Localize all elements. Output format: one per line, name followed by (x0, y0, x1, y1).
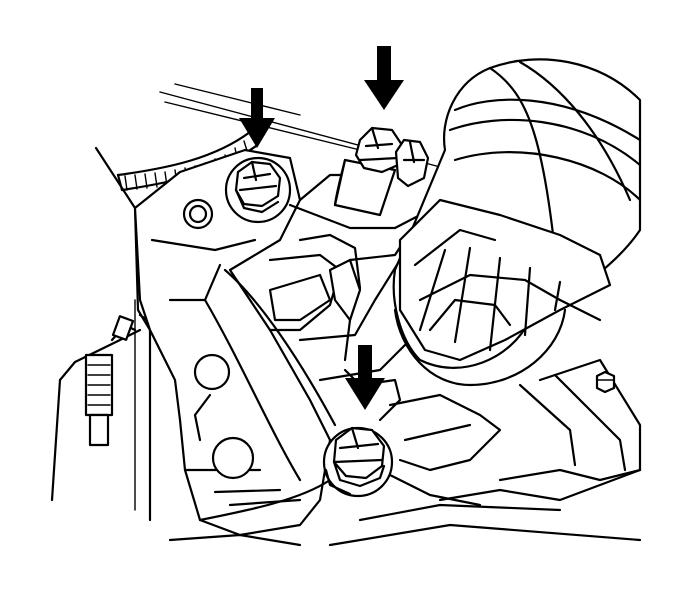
callout-arrows (239, 46, 404, 410)
upper-left-bolt (224, 156, 292, 224)
down-arrow-icon (364, 46, 404, 110)
down-arrow-icon (239, 88, 275, 148)
engine-block-left (50, 146, 152, 522)
oil-filter (392, 58, 642, 387)
mount-bolt (224, 126, 430, 498)
upper-center-bolt (333, 126, 430, 217)
lower-bolt (322, 426, 394, 498)
engine-block-right (168, 358, 642, 547)
engine-mount-bracket (133, 148, 337, 537)
spark-plug-wire-boot (84, 315, 137, 447)
down-arrow-icon (345, 345, 385, 410)
